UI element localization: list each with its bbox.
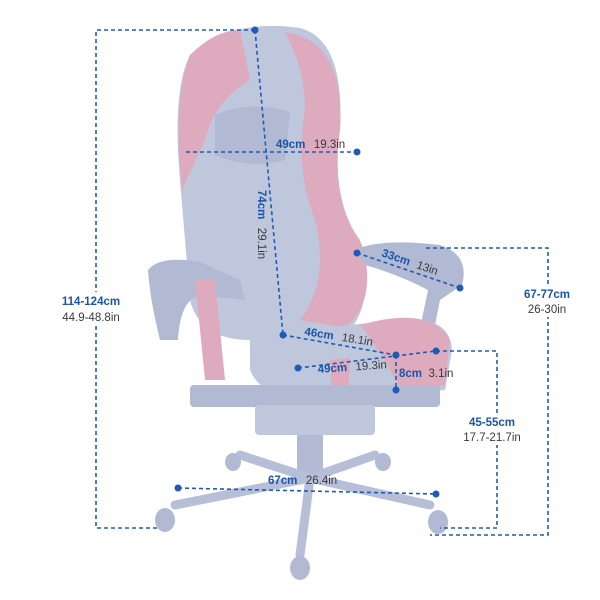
dim-dot (353, 148, 361, 156)
seat-width-cm: 49cm (317, 362, 347, 376)
seat-thickness-in: 3.1in (428, 368, 453, 380)
headrest-width-cm: 49cm (276, 139, 305, 151)
seat-width-in: 19.3in (355, 359, 387, 373)
backrest-height-line (254, 29, 284, 336)
overall-height-in: 44.9-48.8in (62, 312, 120, 324)
overall-height-line (95, 29, 255, 529)
seat-height-label: 45-55cm 17.7-21.7in (458, 413, 538, 445)
headrest-width-label: 49cm 19.3in (276, 135, 345, 152)
chair-illustration (148, 25, 464, 580)
seat-cushion-pink (360, 317, 450, 388)
gas-lift (297, 435, 323, 475)
dim-dot (456, 284, 464, 292)
seat-height-cm: 45-55cm (469, 417, 515, 429)
right-armrest (355, 242, 464, 340)
base-width-cm: 67cm (268, 475, 297, 487)
seat-thickness-cm: 8cm (399, 368, 422, 380)
dim-dot (392, 386, 400, 394)
headrest-pillow (215, 106, 290, 164)
backrest-height-cm: 74cm (255, 190, 267, 219)
backrest-height-in: 29.1in (255, 228, 267, 259)
dim-dot (432, 490, 440, 498)
seat-mechanism (255, 405, 375, 435)
seat-thickness-label: 8cm 3.1in (399, 364, 453, 381)
seat-depth-line (282, 334, 397, 356)
caster-wheels (155, 453, 448, 580)
dim-dot (174, 484, 182, 492)
seat-depth-in: 18.1in (341, 332, 374, 349)
armrest-height-label: 67-77cm 26-30in (515, 285, 581, 317)
headrest-width-in: 19.3in (314, 139, 345, 151)
seat-depth-label: 46cm 18.1in (303, 322, 374, 350)
dim-dot (353, 249, 361, 257)
seat-height-in: 17.7-21.7in (463, 432, 521, 444)
dim-dot (294, 364, 302, 372)
base-width-in: 26.4in (306, 475, 337, 487)
overall-height-label: 114-124cm 44.9-48.8in (55, 292, 130, 324)
star-base (170, 450, 435, 560)
seat-depth-cm: 46cm (304, 326, 335, 342)
armrest-height-in: 26-30in (528, 304, 566, 316)
seat-width-label: 49cm 19.3in (317, 355, 387, 377)
backrest-wing-right (285, 32, 368, 328)
left-arm-stripe (195, 280, 225, 380)
base-width-label: 67cm 26.4in (268, 471, 337, 488)
backrest-height-label: 74cm 29.1in (254, 190, 271, 259)
armrest-height-cm: 67-77cm (524, 289, 570, 301)
dimension-lines (95, 26, 549, 536)
left-armrest (148, 259, 245, 340)
footrest (190, 385, 440, 407)
base-width-line (177, 487, 437, 495)
seat-width-line (297, 350, 437, 369)
overall-height-cm: 114-124cm (62, 296, 120, 308)
backrest-wing-left (178, 30, 250, 190)
